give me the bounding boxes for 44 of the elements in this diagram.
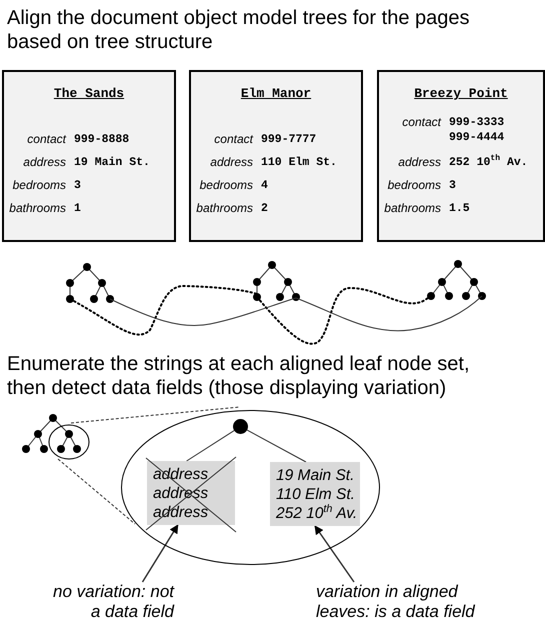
field-value: 999-7777	[261, 132, 318, 147]
field-name: contact	[402, 115, 441, 130]
field-name: bathrooms	[384, 201, 441, 216]
field-value: 3	[449, 178, 457, 193]
field-name: bedrooms	[200, 178, 253, 193]
tree-root-dot	[233, 419, 248, 434]
field-value: 999-3333 999-4444	[449, 115, 506, 145]
field-name: address	[23, 155, 66, 170]
leaf-strings-box	[270, 462, 360, 526]
leaf-string: 110 Elm St.	[276, 485, 356, 504]
tree-branch-line	[246, 430, 306, 462]
heading-text: Enumerate the strings at each aligned leaf node set, then detect data fields (those displaying variation)	[7, 352, 471, 400]
field-name: contact	[214, 132, 253, 147]
field-name: address	[398, 155, 441, 170]
card-heading: The Sands	[54, 86, 124, 101]
field-value: 110 Elm St.	[261, 155, 338, 170]
listing-card	[189, 70, 363, 242]
listing-card	[377, 70, 545, 242]
field-name: address	[210, 155, 253, 170]
leaf-string: 252 10$^{th}$ Av.	[276, 504, 358, 523]
field-name: bedrooms	[12, 178, 66, 193]
arrow	[142, 524, 178, 582]
field-name: contact	[27, 132, 66, 147]
field-name: bedrooms	[388, 178, 441, 193]
callout-text: no variation: not a data field	[48, 582, 174, 622]
arrow	[314, 525, 355, 582]
tree-branch-line	[186, 430, 235, 462]
callout-text: variation in aligned leaves: is a data field	[316, 582, 506, 622]
field-value: 999-8888	[74, 132, 130, 147]
leaf-string: 19 Main St.	[276, 466, 356, 485]
field-name: bathrooms	[9, 201, 66, 216]
listing-card	[2, 70, 176, 242]
zoom-ellipse	[121, 410, 380, 565]
field-value: 1	[74, 201, 82, 216]
field-value: 4	[261, 178, 269, 193]
field-value: 1.5	[449, 201, 471, 216]
card-heading: Breezy Point	[414, 86, 508, 101]
field-value: 3	[74, 178, 82, 193]
card-heading: Elm Manor	[240, 86, 312, 101]
field-value: 19 Main St.	[74, 155, 151, 170]
field-value: 252 10$^{th}$ Av.	[449, 155, 529, 170]
field-value: 2	[261, 201, 269, 216]
heading-text: Align the document object model trees for the pages based on tree structure	[7, 6, 470, 54]
field-name: bathrooms	[196, 201, 253, 216]
